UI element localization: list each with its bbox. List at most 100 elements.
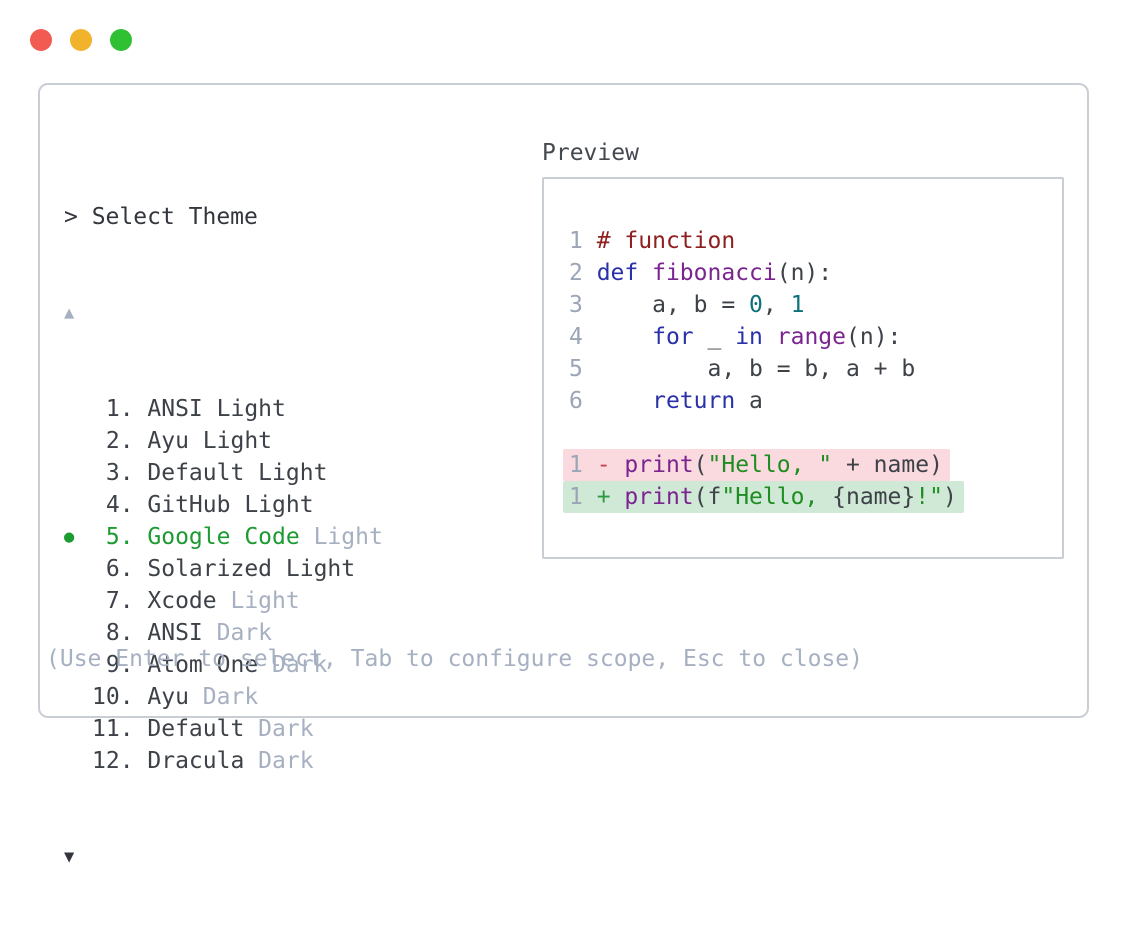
theme-item-variant: Dark <box>202 620 273 646</box>
theme-item-number: 2. <box>92 428 134 454</box>
theme-item-variant: Light <box>244 460 328 486</box>
theme-item-number: 9. <box>92 652 134 678</box>
diff-line-removed: 1 - print("Hello, " + name) <box>544 449 1062 481</box>
theme-item-name: Default <box>133 716 245 742</box>
code-line: 3 a, b = 0, 1 <box>544 289 1062 321</box>
code-token-plain: a, b = b, a + b <box>596 356 916 382</box>
selected-bullet-icon <box>64 553 92 585</box>
theme-item-variant: Dark <box>244 748 314 774</box>
code-token-plain <box>763 324 777 350</box>
code-token-plain <box>597 388 652 414</box>
theme-item-variant: Dark <box>258 652 328 678</box>
selected-bullet-icon <box>64 425 92 457</box>
code-token-keyword: def <box>596 260 639 286</box>
theme-item[interactable]: 12. Dracula Dark <box>64 745 383 777</box>
code-token-plain: ( <box>693 452 708 478</box>
preview-title: Preview <box>542 140 639 166</box>
theme-item[interactable]: 10. Ayu Dark <box>64 681 383 713</box>
code-token-plain: a, b = <box>596 292 750 318</box>
selected-bullet-icon <box>64 585 92 617</box>
code-token-keyword: return <box>652 388 736 414</box>
theme-item-number: 3. <box>92 460 134 486</box>
minimize-button[interactable] <box>70 29 92 51</box>
code-line: 4 for _ in range(n): <box>544 321 1062 353</box>
code-token-title: fibonacci <box>652 260 777 286</box>
line-number: 5 <box>569 356 597 382</box>
theme-item-number: 12. <box>92 748 134 774</box>
line-number: 1 <box>569 452 597 478</box>
code-token-plain: ) <box>942 484 957 510</box>
theme-item-number: 7. <box>92 588 134 614</box>
theme-item[interactable]: 6. Solarized Light <box>64 553 383 585</box>
theme-item-name: Atom One <box>133 652 259 678</box>
scroll-down-icon[interactable]: ▼ <box>64 847 75 867</box>
theme-item-number: 10. <box>92 684 134 710</box>
line-number: 2 <box>569 260 597 286</box>
theme-item-number: 5. <box>92 524 134 550</box>
line-number: 1 <box>569 228 597 254</box>
theme-item[interactable]: 4. GitHub Light <box>64 489 383 521</box>
code-token-keyword: for <box>652 324 694 350</box>
theme-item-name: Xcode <box>133 588 217 614</box>
theme-item-name: GitHub <box>133 492 231 518</box>
theme-item[interactable]: 2. Ayu Light <box>64 425 383 457</box>
theme-item-variant: Light <box>299 524 383 550</box>
code-token-title: print <box>624 452 694 478</box>
theme-item-number: 6. <box>92 556 134 582</box>
code-token-string: "Hello, " <box>707 452 833 478</box>
picker-title-text: Select Theme <box>91 204 258 230</box>
code-token-string: !" <box>915 484 943 510</box>
theme-item-name: Ayu <box>133 684 189 710</box>
theme-item-name: ANSI <box>133 620 203 646</box>
selected-bullet-icon: ● <box>64 527 75 547</box>
window-traffic-lights <box>30 29 132 51</box>
prompt-icon: > <box>64 204 92 230</box>
keyboard-hint: (Use Enter to select, Tab to configure s… <box>46 646 863 672</box>
code-token-plus: + <box>596 484 625 510</box>
line-number: 6 <box>569 388 597 414</box>
code-token-title: print <box>624 484 694 510</box>
theme-item-name: Default <box>133 460 245 486</box>
theme-item-variant: Light <box>202 396 286 422</box>
theme-item-name: Ayu <box>133 428 189 454</box>
selected-bullet-icon <box>64 393 92 425</box>
theme-item-name: ANSI <box>133 396 203 422</box>
theme-list: 1. ANSI Light 2. Ayu Light 3. Default Li… <box>64 393 383 777</box>
theme-item[interactable]: 8. ANSI Dark <box>64 617 383 649</box>
theme-item[interactable]: ● 5. Google Code Light <box>64 521 383 553</box>
theme-item[interactable]: 9. Atom One Dark <box>64 649 383 681</box>
theme-item-number: 4. <box>92 492 134 518</box>
theme-item[interactable]: 7. Xcode Light <box>64 585 383 617</box>
theme-picker-column: > Select Theme ▲ 1. ANSI Light 2. Ayu Li… <box>64 137 383 937</box>
diff-line-added: 1 + print(f"Hello, {name}!") <box>544 481 1062 513</box>
code-token-title: range <box>776 324 846 350</box>
theme-item-number: 8. <box>92 620 134 646</box>
code-token-plain: a <box>735 388 763 414</box>
code-line: 2 def fibonacci(n): <box>544 257 1062 289</box>
theme-item-variant: Light <box>230 492 314 518</box>
code-token-plain: (n): <box>846 324 902 350</box>
code-token-plain: + name) <box>832 452 943 478</box>
theme-item-variant: Dark <box>244 716 314 742</box>
code-line: 6 return a <box>544 385 1062 417</box>
code-line: 5 a, b = b, a + b <box>544 353 1062 385</box>
selected-bullet-icon <box>64 713 92 745</box>
selected-bullet-icon <box>64 681 92 713</box>
theme-item[interactable]: 11. Default Dark <box>64 713 383 745</box>
code-token-plain <box>597 324 652 350</box>
selected-bullet-icon <box>64 745 92 777</box>
code-token-comment: # function <box>596 228 736 254</box>
theme-item[interactable]: 1. ANSI Light <box>64 393 383 425</box>
theme-item-variant: Light <box>188 428 273 454</box>
code-token-number: 0 <box>749 292 763 318</box>
scroll-up-icon[interactable]: ▲ <box>64 303 75 323</box>
code-token-plain: (f <box>693 484 722 510</box>
code-token-keyword: in <box>735 324 763 350</box>
code-token-plain <box>638 260 652 286</box>
line-number: 1 <box>569 484 597 510</box>
close-button[interactable] <box>30 29 52 51</box>
code-token-plain: (n): <box>776 260 833 286</box>
zoom-button[interactable] <box>110 29 132 51</box>
selected-bullet-icon <box>64 457 92 489</box>
theme-item[interactable]: 3. Default Light <box>64 457 383 489</box>
